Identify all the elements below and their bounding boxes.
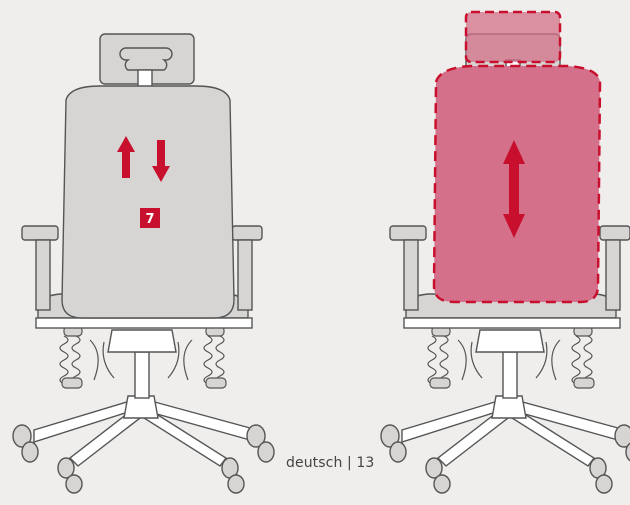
- language-label: deutsch: [286, 455, 343, 471]
- arrow-up-icon: [117, 136, 135, 178]
- step-badge: 7: [140, 208, 160, 228]
- page-number: 13: [356, 455, 375, 471]
- chair-left: [12, 33, 275, 494]
- chair-right: [380, 10, 630, 494]
- double-arrow-icon: [503, 140, 525, 238]
- arrow-down-icon: [152, 140, 170, 182]
- footer-separator: |: [347, 455, 352, 471]
- page-footer: deutsch | 13: [286, 455, 374, 471]
- svg-text:7: 7: [145, 212, 154, 227]
